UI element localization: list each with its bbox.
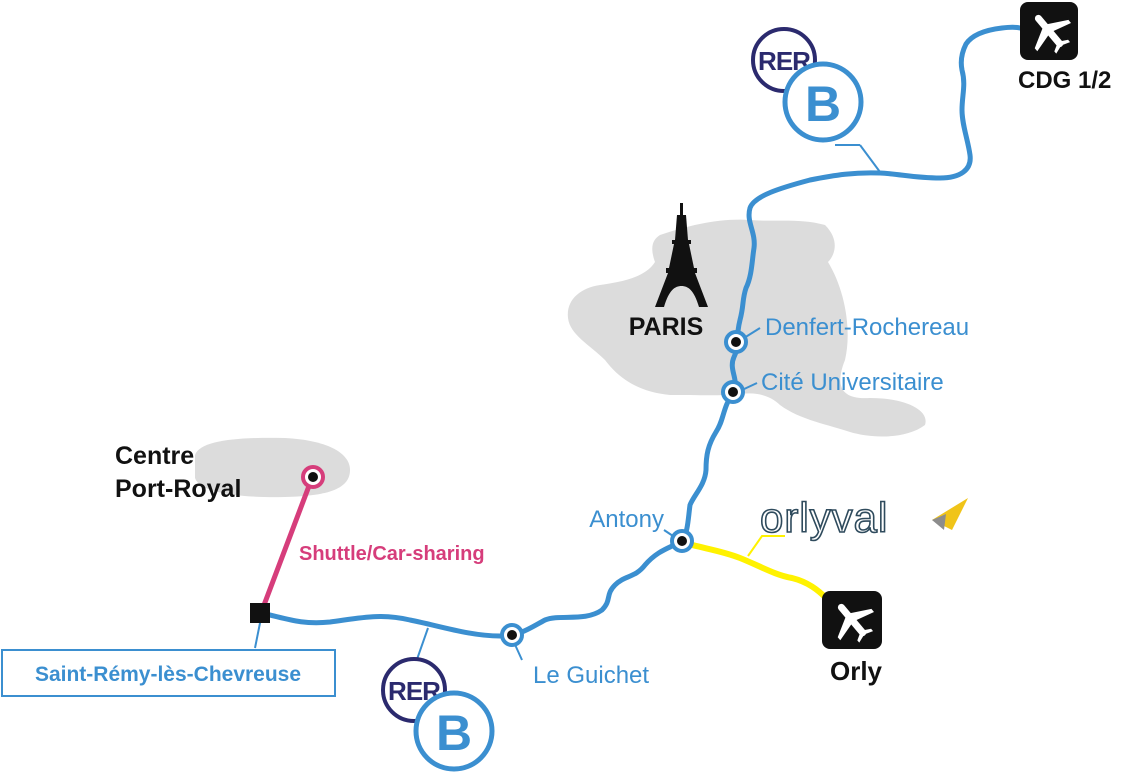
rer-logo-top-leader-2 (859, 144, 881, 173)
rer-b-logo-bottom: RER B (381, 657, 495, 772)
shuttle-line (258, 475, 315, 616)
shuttle-label: Shuttle/Car-sharing (299, 543, 485, 565)
paris-area (567, 219, 926, 437)
rer-b-logo-top: RER B (751, 27, 864, 143)
station-antony[interactable] (670, 529, 694, 553)
orlyval-arrow-icon (932, 498, 968, 530)
orlyval-logo: orlyval (759, 493, 968, 542)
orlyval-leader (747, 535, 785, 557)
saint-remy-box (1, 649, 336, 697)
eiffel-tower-icon (655, 203, 708, 307)
station-label-saint-remy: Saint-Rémy-lès-Chevreuse (35, 663, 301, 686)
rer-b-line (258, 24, 1023, 639)
destination-line2: Port-Royal (115, 475, 241, 503)
orly-label: Orly (830, 656, 883, 686)
station-label-cite-u: Cité Universitaire (761, 369, 944, 396)
station-le-guichet[interactable] (500, 623, 524, 647)
rer-line-letter-top: B (805, 76, 841, 132)
airplane-icon (837, 603, 874, 643)
rer-line-letter-bottom: B (436, 705, 472, 761)
denfert-leader (743, 327, 761, 339)
station-centre-port-royal[interactable] (301, 465, 325, 489)
cdg-label: CDG 1/2 (1018, 67, 1111, 94)
station-label-antony: Antony (589, 506, 664, 533)
station-saint-remy-terminus[interactable] (250, 603, 270, 623)
cdg-airport[interactable] (1019, 2, 1080, 62)
orlyval-line (679, 539, 829, 601)
paris-label: PARIS (629, 313, 704, 341)
station-label-le-guichet: Le Guichet (533, 662, 649, 689)
orly-airport[interactable] (822, 591, 883, 651)
destination-line1: Centre (115, 442, 194, 470)
orlyval-brand-text: orlyval (760, 494, 888, 541)
station-denfert-rochereau[interactable] (724, 330, 748, 354)
station-cite-universitaire[interactable] (721, 380, 745, 404)
station-label-denfert: Denfert-Rochereau (765, 314, 969, 341)
airplane-icon (1034, 14, 1071, 54)
